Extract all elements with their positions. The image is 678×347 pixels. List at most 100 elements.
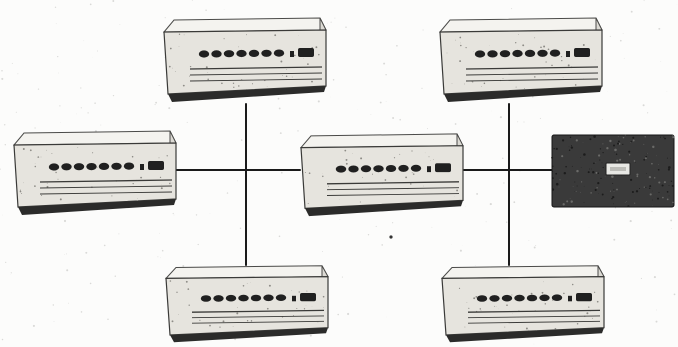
drive-texture — [613, 203, 614, 205]
body-speckle — [473, 297, 476, 300]
drive-texture — [551, 165, 554, 168]
drive-texture — [663, 136, 665, 138]
grain-dot — [322, 251, 323, 253]
drive-texture — [570, 146, 574, 149]
body-speckle — [41, 194, 43, 197]
body-speckle — [494, 305, 495, 307]
body-speckle — [285, 75, 288, 78]
drive-texture — [630, 140, 632, 143]
indicator-light — [73, 163, 85, 171]
drive-texture — [601, 193, 604, 196]
grain-dot — [64, 253, 65, 255]
grain-dot — [1, 69, 3, 72]
grain-dot — [535, 245, 537, 247]
grain-dot — [58, 72, 59, 74]
body-speckle — [530, 292, 533, 295]
body-speckle — [481, 86, 482, 88]
grain-dot — [119, 24, 121, 25]
drive-texture — [653, 177, 656, 179]
drive-texture — [597, 172, 599, 175]
body-speckle — [77, 147, 79, 148]
indicator-light — [512, 49, 523, 58]
body-speckle — [303, 57, 304, 59]
grain-dot — [385, 73, 387, 76]
body-speckle — [466, 302, 468, 304]
drive-texture — [617, 142, 619, 145]
drive-texture — [569, 197, 571, 199]
body-speckle — [160, 187, 163, 190]
drive-texture — [604, 176, 606, 178]
grain-dot — [370, 114, 372, 115]
drive-texture — [597, 193, 599, 194]
grain-dot — [205, 9, 207, 11]
body-speckle — [359, 201, 361, 203]
grain-dot — [422, 29, 424, 31]
body-speckle — [140, 176, 143, 179]
indicator-light — [499, 50, 511, 58]
panel-switch — [290, 51, 294, 57]
grain-dot — [55, 23, 57, 25]
grain-dot — [383, 62, 386, 65]
grain-dot — [168, 107, 171, 110]
drive-texture — [617, 136, 619, 138]
panel-switch — [427, 166, 431, 173]
body-speckle — [174, 71, 176, 72]
grain-dot — [533, 343, 535, 345]
drive-texture — [599, 148, 602, 150]
front-slat-line — [39, 179, 173, 183]
terminal-front-panel — [441, 275, 605, 336]
drive-texture — [590, 192, 592, 194]
body-speckle — [268, 284, 271, 287]
body-speckle — [55, 171, 57, 174]
body-speckle — [504, 326, 506, 328]
body-speckle — [433, 159, 434, 160]
body-speckle — [495, 306, 497, 307]
body-speckle — [318, 53, 320, 56]
indicator-light — [539, 294, 550, 302]
drive-texture — [632, 139, 635, 142]
body-speckle — [251, 83, 254, 85]
drive-texture — [580, 191, 581, 193]
body-speckle — [545, 74, 547, 76]
indicator-light — [514, 294, 525, 302]
grain-dot — [103, 244, 106, 247]
drive-texture — [622, 136, 625, 139]
drive-texture — [596, 187, 598, 189]
grain-dot — [309, 334, 312, 337]
grain-dot — [506, 221, 508, 223]
grain-dot — [503, 182, 505, 184]
body-speckle — [475, 295, 478, 298]
grain-dot — [539, 117, 541, 119]
body-speckle — [131, 155, 134, 158]
body-speckle — [34, 165, 37, 168]
terminal-top-left — [162, 17, 327, 102]
terminal-base — [168, 86, 326, 102]
body-speckle — [23, 182, 24, 184]
body-speckle — [293, 54, 296, 57]
indicator-light — [489, 295, 500, 302]
drive-texture — [594, 188, 597, 192]
grain-dot — [280, 171, 283, 174]
grain-dot — [195, 214, 198, 216]
grain-dot — [601, 119, 603, 120]
drive-texture — [627, 205, 630, 208]
grain-dot — [327, 22, 328, 24]
body-speckle — [524, 88, 526, 89]
drive-texture — [552, 170, 554, 172]
grain-dot — [297, 130, 299, 132]
body-speckle — [459, 60, 462, 63]
body-speckle — [221, 82, 223, 85]
drive-texture — [619, 158, 622, 161]
front-slat-line — [326, 187, 460, 191]
front-slat-line — [467, 309, 601, 313]
drive-texture — [617, 140, 620, 143]
drive-texture — [555, 182, 559, 186]
terminal-left — [12, 130, 177, 215]
grain-dot — [80, 87, 82, 89]
body-speckle — [455, 39, 457, 41]
drive-texture — [589, 168, 591, 170]
grain-dot — [277, 97, 280, 100]
drive-texture — [613, 189, 615, 191]
grain-dot — [345, 26, 347, 28]
grain-dot — [209, 213, 211, 214]
